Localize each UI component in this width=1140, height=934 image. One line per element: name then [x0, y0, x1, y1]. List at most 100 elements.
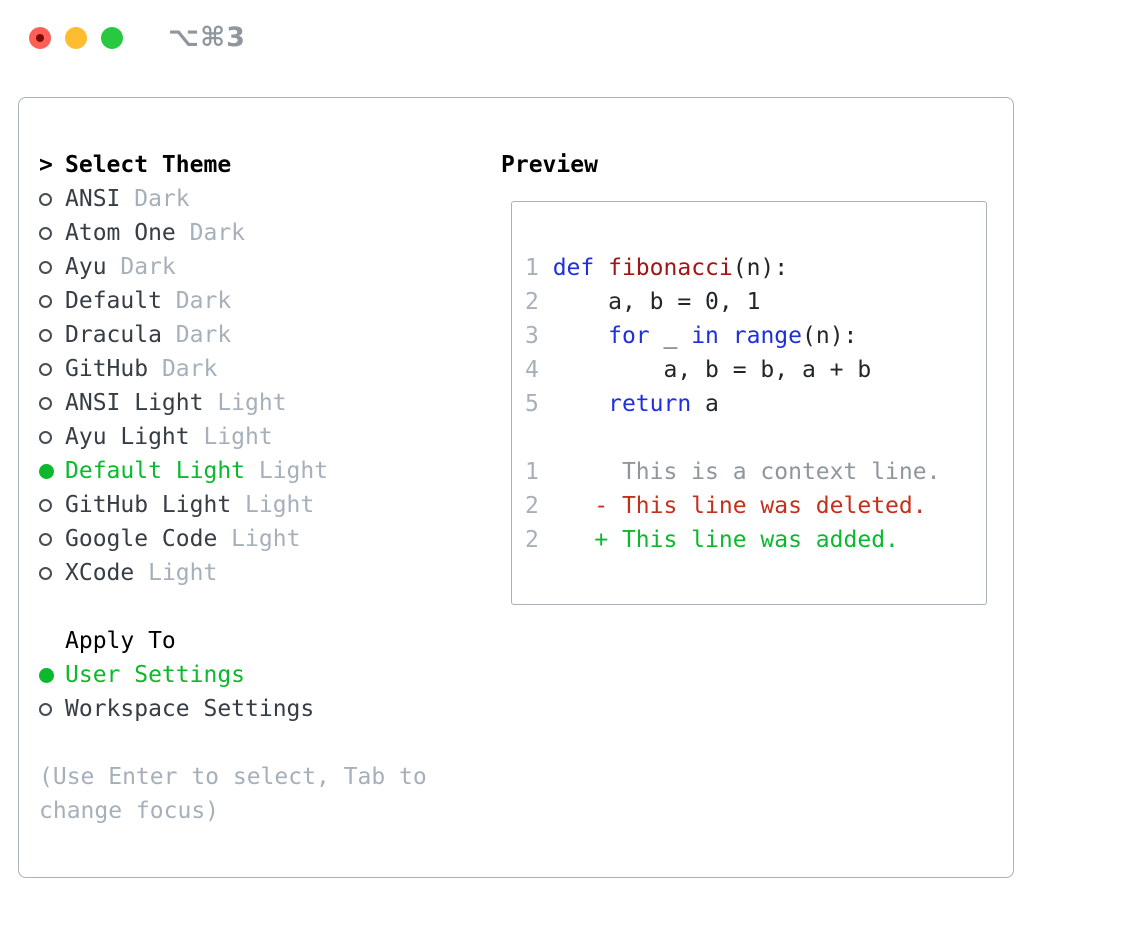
code-segment: - This line was deleted. — [552, 493, 927, 519]
theme-variant-label: Dark — [161, 288, 232, 314]
theme-picker-header: > Select Theme — [39, 148, 427, 182]
theme-option[interactable]: Ayu Light Light — [39, 420, 427, 454]
theme-option-label: GitHub — [65, 356, 149, 382]
apply-to-title: Apply To — [65, 628, 176, 654]
code-segment: return — [608, 391, 692, 417]
code-segment: (n): — [732, 255, 789, 281]
radio-icon — [39, 192, 65, 206]
code-segment: in — [691, 323, 719, 349]
theme-option-label: Ayu — [65, 254, 107, 280]
code-segment: fibonacci — [608, 255, 733, 281]
theme-option-label: XCode — [65, 560, 135, 586]
theme-variant-label: Light — [245, 458, 329, 484]
zoom-button-icon[interactable] — [101, 27, 123, 49]
code-line: 1 This is a context line. — [525, 455, 986, 489]
theme-option-label: Dracula — [65, 322, 162, 348]
theme-option-label: Default Light — [65, 458, 246, 484]
code-segment: a, b = b, a + b — [552, 357, 872, 383]
theme-option[interactable]: Ayu Dark — [39, 250, 427, 284]
code-segment: _ — [649, 323, 692, 349]
code-line: 2 + This line was added. — [525, 523, 986, 557]
code-segment — [719, 323, 733, 349]
theme-option-label: GitHub Light — [65, 492, 232, 518]
theme-picker-title: Select Theme — [65, 152, 232, 178]
code-line — [525, 421, 986, 455]
theme-option[interactable]: Google Code Light — [39, 522, 427, 556]
code-segment: + This line was added. — [552, 527, 899, 553]
spacer — [39, 590, 427, 624]
focus-pointer-icon: > — [39, 152, 53, 178]
radio-icon — [39, 498, 65, 512]
apply-option[interactable]: User Settings — [39, 658, 427, 692]
radio-icon — [39, 362, 65, 376]
code-segment — [553, 391, 608, 417]
theme-option[interactable]: GitHub Light Light — [39, 488, 427, 522]
window-title: ⌥⌘3 — [168, 22, 246, 53]
theme-option[interactable]: ANSI Dark — [39, 182, 427, 216]
code-line: 2 - This line was deleted. — [525, 489, 986, 523]
code-line: 2 a, b = 0, 1 — [525, 285, 986, 319]
apply-option-label: User Settings — [65, 662, 246, 688]
close-button-icon[interactable] — [29, 27, 51, 49]
radio-selected-icon — [39, 463, 65, 479]
radio-icon — [39, 260, 65, 274]
theme-option-label: ANSI Light — [65, 390, 204, 416]
line-number: 1 — [525, 459, 553, 485]
line-number: 4 — [525, 357, 553, 383]
hint-line: change focus) — [39, 798, 220, 824]
hint-line: (Use Enter to select, Tab to — [39, 764, 427, 790]
line-number — [525, 425, 553, 451]
code-line: 4 a, b = b, a + b — [525, 353, 986, 387]
line-number: 3 — [525, 323, 553, 349]
code-segment: (n): — [802, 323, 858, 349]
radio-icon — [39, 430, 65, 444]
code-segment — [594, 255, 608, 281]
code-segment — [553, 323, 608, 349]
minimize-button-icon[interactable] — [65, 27, 87, 49]
code-line: 1 def fibonacci(n): — [525, 251, 986, 285]
theme-variant-label: Light — [203, 390, 287, 416]
theme-option[interactable]: Atom One Dark — [39, 216, 427, 250]
line-number: 1 — [525, 255, 553, 281]
theme-option[interactable]: Default Light Light — [39, 454, 427, 488]
theme-option[interactable]: XCode Light — [39, 556, 427, 590]
radio-icon — [39, 396, 65, 410]
apply-to-header: Apply To — [39, 624, 427, 658]
code-segment: a — [691, 391, 719, 417]
theme-option[interactable]: Dracula Dark — [39, 318, 427, 352]
theme-option-label: Atom One — [65, 220, 176, 246]
apply-option-label: Workspace Settings — [65, 696, 315, 722]
theme-option[interactable]: ANSI Light Light — [39, 386, 427, 420]
line-number: 2 — [525, 527, 553, 553]
code-line: 5 return a — [525, 387, 986, 421]
theme-option[interactable]: GitHub Dark — [39, 352, 427, 386]
spacer — [39, 726, 427, 760]
theme-option-label: Ayu Light — [65, 424, 190, 450]
theme-variant-label: Dark — [120, 186, 190, 212]
theme-variant-label: Light — [231, 492, 315, 518]
radio-icon — [39, 328, 65, 342]
code-segment: def — [552, 255, 595, 281]
radio-icon — [39, 566, 65, 580]
code-segment: for — [608, 323, 650, 349]
apply-option[interactable]: Workspace Settings — [39, 692, 427, 726]
line-number: 5 — [525, 391, 553, 417]
radio-icon — [39, 294, 65, 308]
hint-text: (Use Enter to select, Tab to change focus… — [39, 760, 427, 828]
code-segment: range — [732, 323, 802, 349]
theme-variant-label: Light — [134, 560, 218, 586]
theme-option[interactable]: Default Dark — [39, 284, 427, 318]
theme-variant-label: Dark — [148, 356, 218, 382]
theme-variant-label: Dark — [106, 254, 176, 280]
titlebar — [29, 27, 123, 49]
code-line: 3 for _ in range(n): — [525, 319, 986, 353]
code-segment: a, b = 0, 1 — [552, 289, 761, 315]
theme-option-label: Default — [65, 288, 162, 314]
radio-icon — [39, 226, 65, 240]
radio-icon — [39, 702, 65, 716]
radio-icon — [39, 532, 65, 546]
